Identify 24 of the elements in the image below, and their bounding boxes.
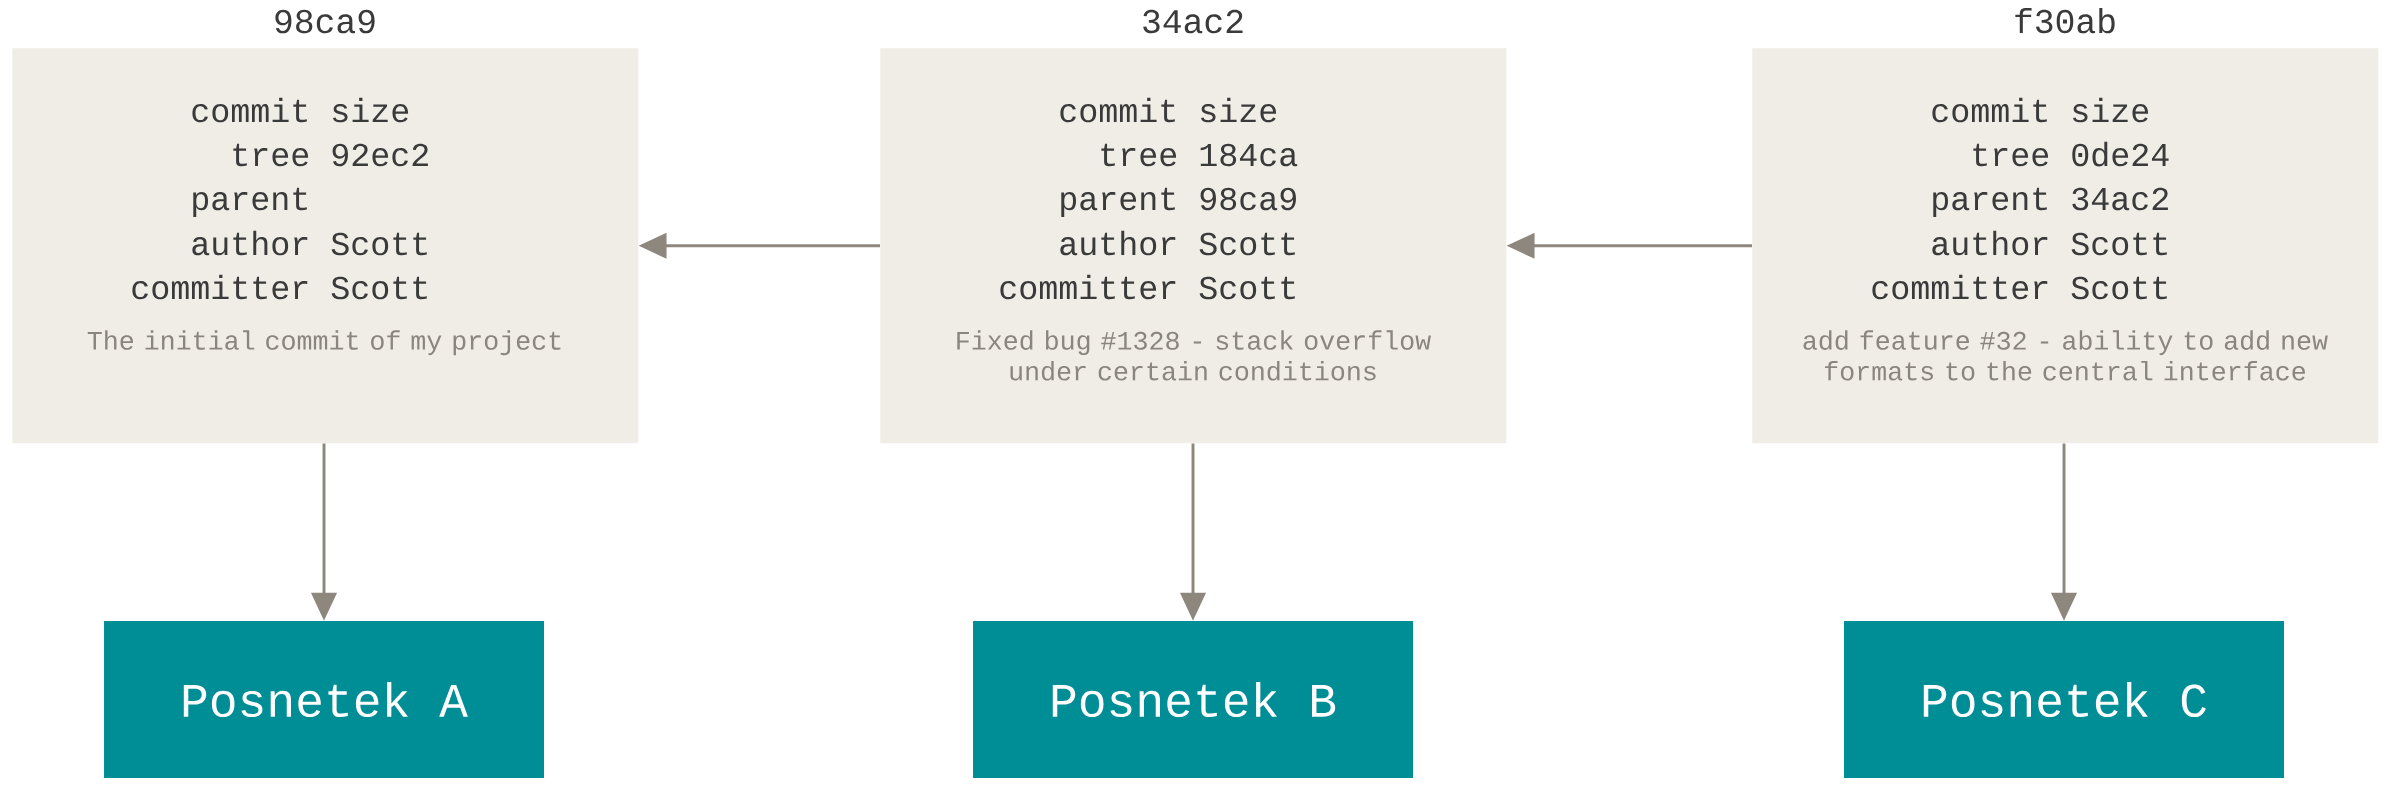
metadata-line: author Scott: [1932, 230, 2167, 256]
metadata-line: committer Scott: [132, 274, 427, 300]
snapshot-box: Posnetek B: [973, 621, 1413, 778]
metadata-line: parent: [193, 187, 307, 217]
commit-hash: 98ca9: [275, 9, 375, 34]
commit-hash: 34ac2: [1143, 9, 1243, 34]
metadata-line: committer Scott: [1000, 274, 1295, 300]
metadata-line: tree 184ca: [1101, 143, 1298, 167]
metadata-line: commit size: [1932, 97, 2149, 123]
metadata-line: author Scott: [192, 230, 427, 256]
metadata-line: committer Scott: [1872, 274, 2167, 300]
snapshot-box: Posnetek C: [1844, 621, 2284, 778]
commit-message: add feature #32 - ability to add new formats to the central interface: [1803, 330, 2328, 381]
metadata-line: parent 34ac2: [1933, 187, 2168, 217]
metadata-line: commit size: [1060, 97, 1277, 123]
metadata-line: tree 0de24: [1973, 141, 2169, 167]
metadata-line: tree 92ec2: [233, 143, 428, 167]
commit-message: Fixed bug #1328 - stack overflow under certain conditions: [957, 330, 1431, 381]
commit-hash: f30ab: [2015, 7, 2115, 34]
metadata-line: commit size: [192, 97, 409, 123]
metadata-line: author Scott: [1060, 230, 1295, 256]
commit-message: The initial commit of my project: [87, 330, 561, 356]
snapshot-box: Posnetek A: [104, 621, 544, 778]
metadata-line: parent 98ca9: [1061, 187, 1296, 217]
